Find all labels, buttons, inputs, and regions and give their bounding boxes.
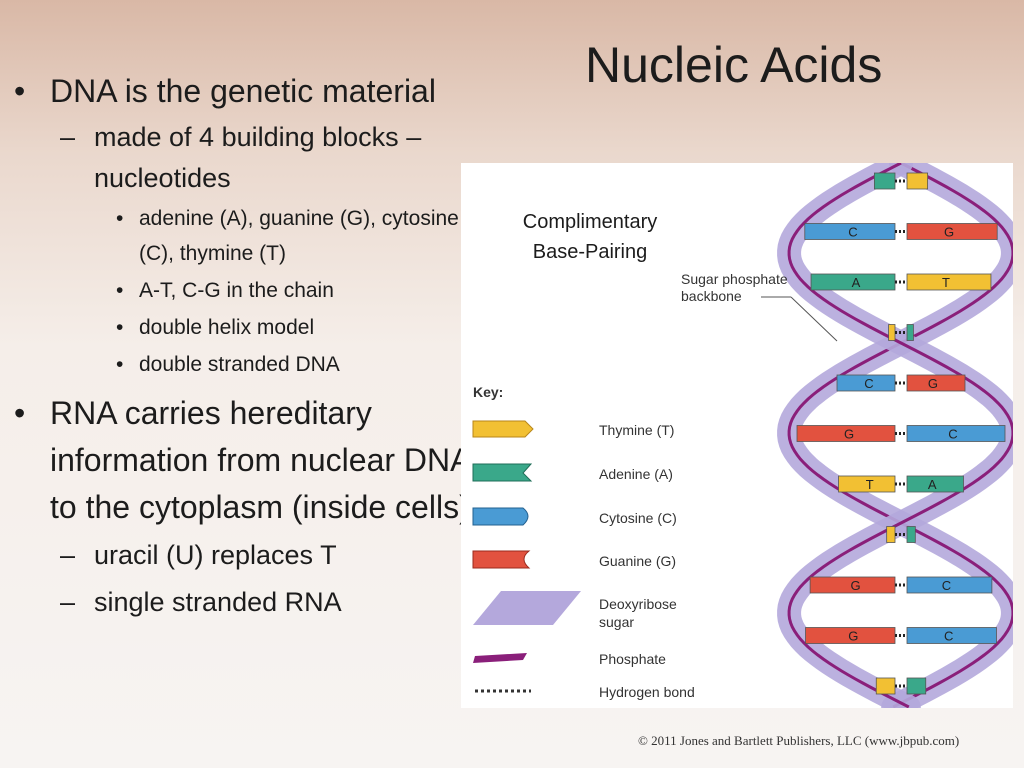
base-left-label: G bbox=[850, 578, 860, 593]
key-phosphate-label: Phosphate bbox=[599, 651, 666, 667]
base-right-label: T bbox=[942, 275, 950, 290]
dash-marker: – bbox=[60, 122, 76, 152]
sub-bullet-building-blocks: – made of 4 building blocks – nucleotide… bbox=[12, 117, 482, 199]
bullet-marker: • bbox=[116, 316, 124, 339]
copyright-notice: © 2011 Jones and Bartlett Publishers, LL… bbox=[638, 733, 960, 748]
phosphate-key-swatch bbox=[473, 653, 527, 663]
dash-marker: – bbox=[60, 540, 76, 570]
sub-sub-bullet-bases: • adenine (A), guanine (G), cytosine (C)… bbox=[12, 201, 482, 271]
bullet-text: DNA is the genetic material bbox=[50, 73, 436, 109]
base-pair bbox=[886, 526, 916, 543]
key-thymine-label: Thymine (T) bbox=[599, 422, 674, 438]
bullet-rna: • RNA carries hereditary information fro… bbox=[12, 390, 470, 531]
caption-line1: Complimentary bbox=[522, 211, 658, 233]
sub-bullet-uracil: – uracil (U) replaces T bbox=[12, 535, 482, 576]
base-right bbox=[906, 172, 929, 190]
bullet-marker: • bbox=[116, 353, 124, 376]
backbone-label-line2: backbone bbox=[681, 288, 742, 304]
helix-backbone bbox=[777, 151, 1024, 719]
figure-caption: Complimentary Base-Pairing bbox=[500, 207, 680, 267]
sub-sub-bullet-text: A-T, C-G in the chain bbox=[139, 279, 334, 302]
base-left-label: C bbox=[864, 376, 873, 391]
base-right-label: A bbox=[928, 477, 937, 492]
sub-sub-bullet-pairing: • A-T, C-G in the chain bbox=[12, 273, 482, 308]
key-deoxyribose-label: Deoxyribose bbox=[599, 596, 677, 612]
sub-sub-bullet-text: double helix model bbox=[139, 316, 315, 339]
base-pair bbox=[888, 324, 914, 341]
base-right-label: C bbox=[948, 427, 957, 442]
base-right bbox=[906, 425, 1006, 442]
base-left-label: T bbox=[866, 477, 874, 492]
guanine-key-swatch bbox=[472, 550, 531, 569]
key-hydrogen-bond-label: Hydrogen bond bbox=[599, 684, 695, 700]
base-right bbox=[906, 223, 998, 240]
base-right bbox=[906, 324, 914, 341]
dash-marker: – bbox=[60, 587, 76, 617]
bullet-marker: • bbox=[116, 207, 124, 230]
caption-line2: Base-Pairing bbox=[532, 241, 648, 263]
sub-bullet-text: single stranded RNA bbox=[94, 587, 342, 617]
base-right bbox=[906, 273, 992, 291]
base-right bbox=[906, 627, 997, 644]
base-right-label: C bbox=[942, 578, 951, 593]
deoxyribose-key-swatch bbox=[473, 591, 581, 625]
phosphate-strand-2 bbox=[787, 161, 1015, 709]
backbone-label-line1: Sugar phosphate bbox=[681, 271, 788, 287]
base-right-label: G bbox=[944, 225, 954, 240]
bullet-list: • DNA is the genetic material – made of … bbox=[12, 68, 482, 623]
base-left bbox=[875, 677, 896, 695]
bullet-marker: • bbox=[14, 73, 26, 109]
sub-bullet-text: uracil (U) replaces T bbox=[94, 540, 337, 570]
cytosine-key-swatch bbox=[472, 507, 529, 526]
base-pair bbox=[875, 677, 927, 695]
thymine-key-swatch bbox=[472, 420, 534, 438]
base-right bbox=[906, 475, 964, 493]
phosphate-strand-1 bbox=[787, 161, 1015, 709]
base-left bbox=[873, 172, 896, 190]
slide-title: Nucleic Acids bbox=[585, 37, 883, 93]
adenine-key-swatch bbox=[472, 463, 533, 482]
base-left-label: C bbox=[848, 225, 857, 240]
base-right bbox=[906, 526, 916, 543]
sub-sub-bullet-helix: • double helix model bbox=[12, 310, 482, 345]
bullet-text: RNA carries hereditary information from … bbox=[50, 395, 470, 525]
sub-sub-bullet-text: double stranded DNA bbox=[139, 353, 340, 376]
bullet-dna: • DNA is the genetic material bbox=[12, 68, 482, 115]
key-guanine-label: Guanine (G) bbox=[599, 553, 676, 569]
base-left-label: A bbox=[852, 275, 861, 290]
backbone-pointer bbox=[790, 296, 838, 342]
base-right-label: C bbox=[944, 629, 953, 644]
bullet-marker: • bbox=[116, 279, 124, 302]
key-adenine-label: Adenine (A) bbox=[599, 466, 673, 482]
sub-sub-bullet-text: adenine (A), guanine (G), cytosine (C), … bbox=[139, 207, 459, 265]
base-right bbox=[906, 374, 966, 392]
key-deoxyribose-label2: sugar bbox=[599, 614, 634, 630]
key-cytosine-label: Cytosine (C) bbox=[599, 510, 677, 526]
sub-bullet-single-stranded: – single stranded RNA bbox=[12, 582, 482, 623]
sub-bullet-text: made of 4 building blocks – nucleotides bbox=[94, 122, 422, 193]
key-heading: Key: bbox=[473, 384, 503, 400]
sub-sub-bullet-double-stranded: • double stranded DNA bbox=[12, 347, 482, 382]
base-left bbox=[886, 526, 896, 543]
base-right bbox=[906, 576, 993, 594]
base-pair bbox=[873, 172, 929, 190]
base-left-label: G bbox=[848, 629, 858, 644]
base-left-label: G bbox=[844, 427, 854, 442]
base-right-label: G bbox=[928, 376, 938, 391]
base-right bbox=[906, 677, 927, 695]
base-left bbox=[888, 324, 896, 341]
bullet-marker: • bbox=[14, 395, 26, 431]
